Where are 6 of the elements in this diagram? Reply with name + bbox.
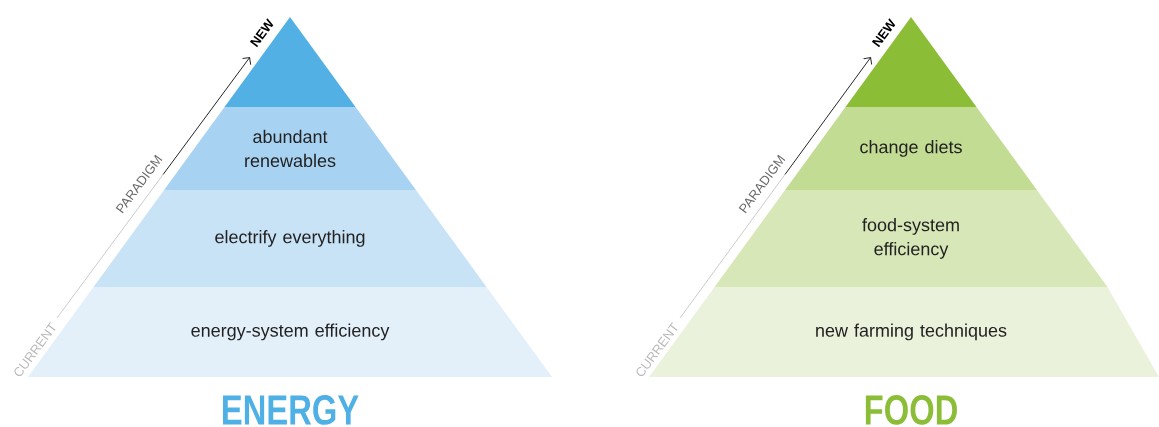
pyramid-title: FOOD (865, 395, 957, 425)
pyramid-title: ENERGY (223, 395, 359, 425)
pyramid-tier: abundant renewables (164, 107, 416, 190)
pyramid-top (845, 17, 977, 107)
pyramid-top (224, 17, 356, 107)
pyramid-tier: change diets (785, 107, 1037, 190)
